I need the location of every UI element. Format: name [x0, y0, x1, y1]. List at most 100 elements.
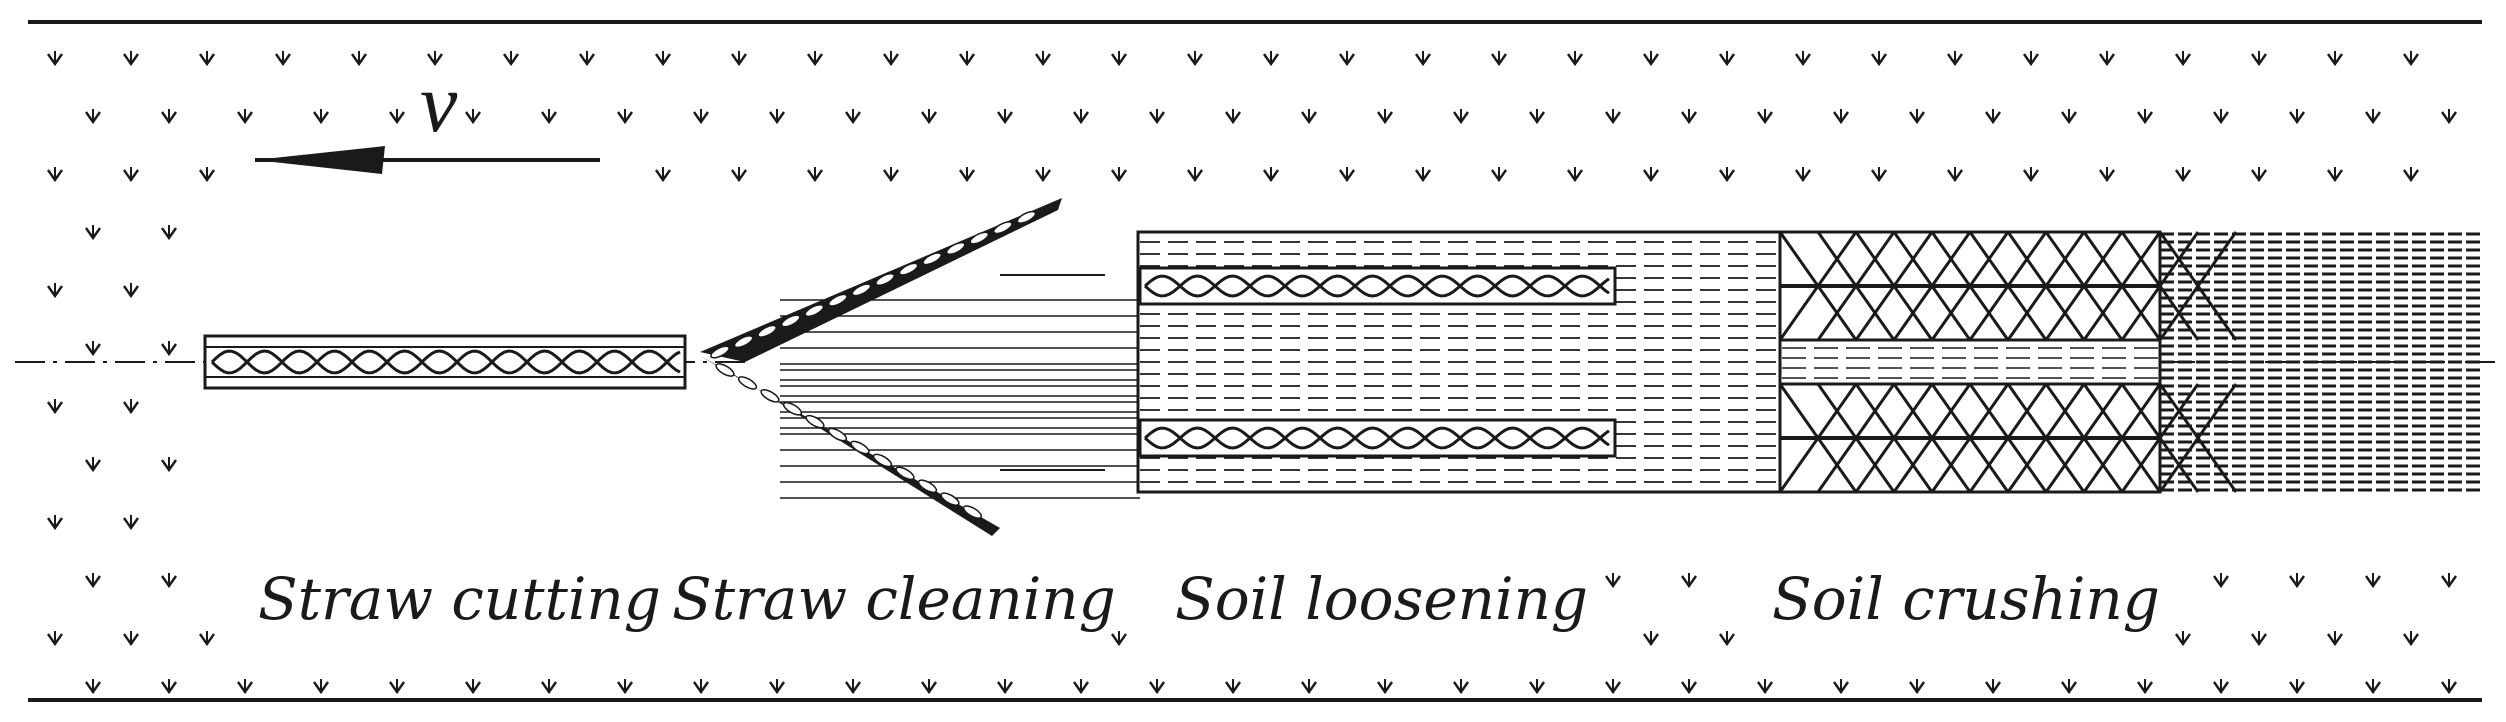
soil-mark	[1643, 167, 1659, 183]
soil-mark	[1187, 167, 1203, 183]
soil-mark	[2403, 167, 2419, 183]
soil-mark	[921, 109, 937, 125]
soil-mark	[2289, 679, 2305, 695]
soil-mark	[1795, 167, 1811, 183]
soil-mark	[2403, 631, 2419, 647]
soil-mark	[1605, 109, 1621, 125]
soil-mark	[1681, 109, 1697, 125]
soil-mark	[85, 341, 101, 357]
soil-mark	[1149, 679, 1165, 695]
soil-mark	[617, 679, 633, 695]
soil-mark	[959, 167, 975, 183]
soil-mark	[47, 51, 63, 67]
soil-mark	[123, 51, 139, 67]
soil-mark	[769, 109, 785, 125]
soil-mark	[123, 167, 139, 183]
soil-mark	[845, 109, 861, 125]
soil-mark	[1719, 631, 1735, 647]
soil-mark	[1225, 109, 1241, 125]
soil-mark	[1567, 51, 1583, 67]
soil-mark	[769, 679, 785, 695]
soil-mark	[731, 51, 747, 67]
soil-mark	[1111, 51, 1127, 67]
soil-mark	[845, 679, 861, 695]
soil-mark	[959, 51, 975, 67]
soil-mark	[1453, 679, 1469, 695]
soil-mark	[1529, 109, 1545, 125]
lower-cleaning-blade	[700, 356, 1000, 536]
soil-loosening-zone	[1136, 230, 1785, 494]
soil-mark	[997, 679, 1013, 695]
soil-mark	[1643, 631, 1659, 647]
soil-mark	[997, 109, 1013, 125]
soil-mark	[2023, 167, 2039, 183]
stage-label-soil-loosening: Soil loosening	[1175, 565, 1589, 633]
stage-label-straw-cleaning: Straw cleaning	[672, 565, 1116, 633]
soil-mark	[1871, 167, 1887, 183]
soil-mark	[2213, 679, 2229, 695]
soil-mark	[1757, 109, 1773, 125]
finished-soil-band	[2158, 232, 2482, 492]
soil-mark	[313, 679, 329, 695]
soil-mark	[123, 283, 139, 299]
soil-mark	[617, 109, 633, 125]
soil-crushing-zone	[1778, 230, 2238, 494]
soil-mark	[47, 167, 63, 183]
soil-mark	[161, 679, 177, 695]
soil-mark	[2251, 167, 2267, 183]
soil-mark	[1263, 167, 1279, 183]
soil-mark	[883, 167, 899, 183]
stage-label-soil-crushing: Soil crushing	[1772, 565, 2160, 633]
soil-mark	[427, 51, 443, 67]
soil-mark	[161, 225, 177, 241]
soil-mark	[1415, 167, 1431, 183]
soil-mark	[123, 631, 139, 647]
soil-mark	[1377, 109, 1393, 125]
soil-mark	[85, 225, 101, 241]
soil-mark	[85, 109, 101, 125]
soil-mark	[47, 399, 63, 415]
soil-mark	[1415, 51, 1431, 67]
soil-mark	[2137, 679, 2153, 695]
soil-mark	[2175, 631, 2191, 647]
soil-mark	[1909, 109, 1925, 125]
soil-mark	[2251, 631, 2267, 647]
soil-mark	[199, 167, 215, 183]
soil-mark	[1719, 167, 1735, 183]
soil-mark	[1605, 573, 1621, 589]
soil-mark	[85, 679, 101, 695]
soil-mark	[2099, 167, 2115, 183]
soil-mark	[1225, 679, 1241, 695]
soil-mark	[807, 167, 823, 183]
soil-mark	[503, 51, 519, 67]
soil-mark	[465, 679, 481, 695]
soil-mark	[161, 109, 177, 125]
velocity-arrow	[255, 146, 600, 174]
soil-mark	[199, 631, 215, 647]
soil-mark	[161, 573, 177, 589]
soil-mark	[2441, 573, 2457, 589]
soil-mark	[2175, 167, 2191, 183]
soil-mark	[2365, 573, 2381, 589]
soil-mark	[1529, 679, 1545, 695]
soil-mark	[389, 109, 405, 125]
soil-mark	[541, 679, 557, 695]
soil-mark	[1681, 679, 1697, 695]
soil-mark	[731, 167, 747, 183]
straw-cleaning-zone	[700, 198, 1140, 536]
cutting-twist-wire	[210, 349, 681, 375]
soil-mark	[1073, 109, 1089, 125]
soil-mark	[47, 515, 63, 531]
soil-mark	[1833, 679, 1849, 695]
soil-mark	[1719, 51, 1735, 67]
soil-mark	[921, 679, 937, 695]
soil-mark	[2289, 573, 2305, 589]
soil-mark	[1111, 167, 1127, 183]
soil-mark	[2099, 51, 2115, 67]
stage-label-straw-cutting: Straw cutting	[258, 565, 661, 633]
soil-mark	[1073, 679, 1089, 695]
soil-mark	[1909, 679, 1925, 695]
soil-mark	[655, 167, 671, 183]
soil-mark	[351, 51, 367, 67]
